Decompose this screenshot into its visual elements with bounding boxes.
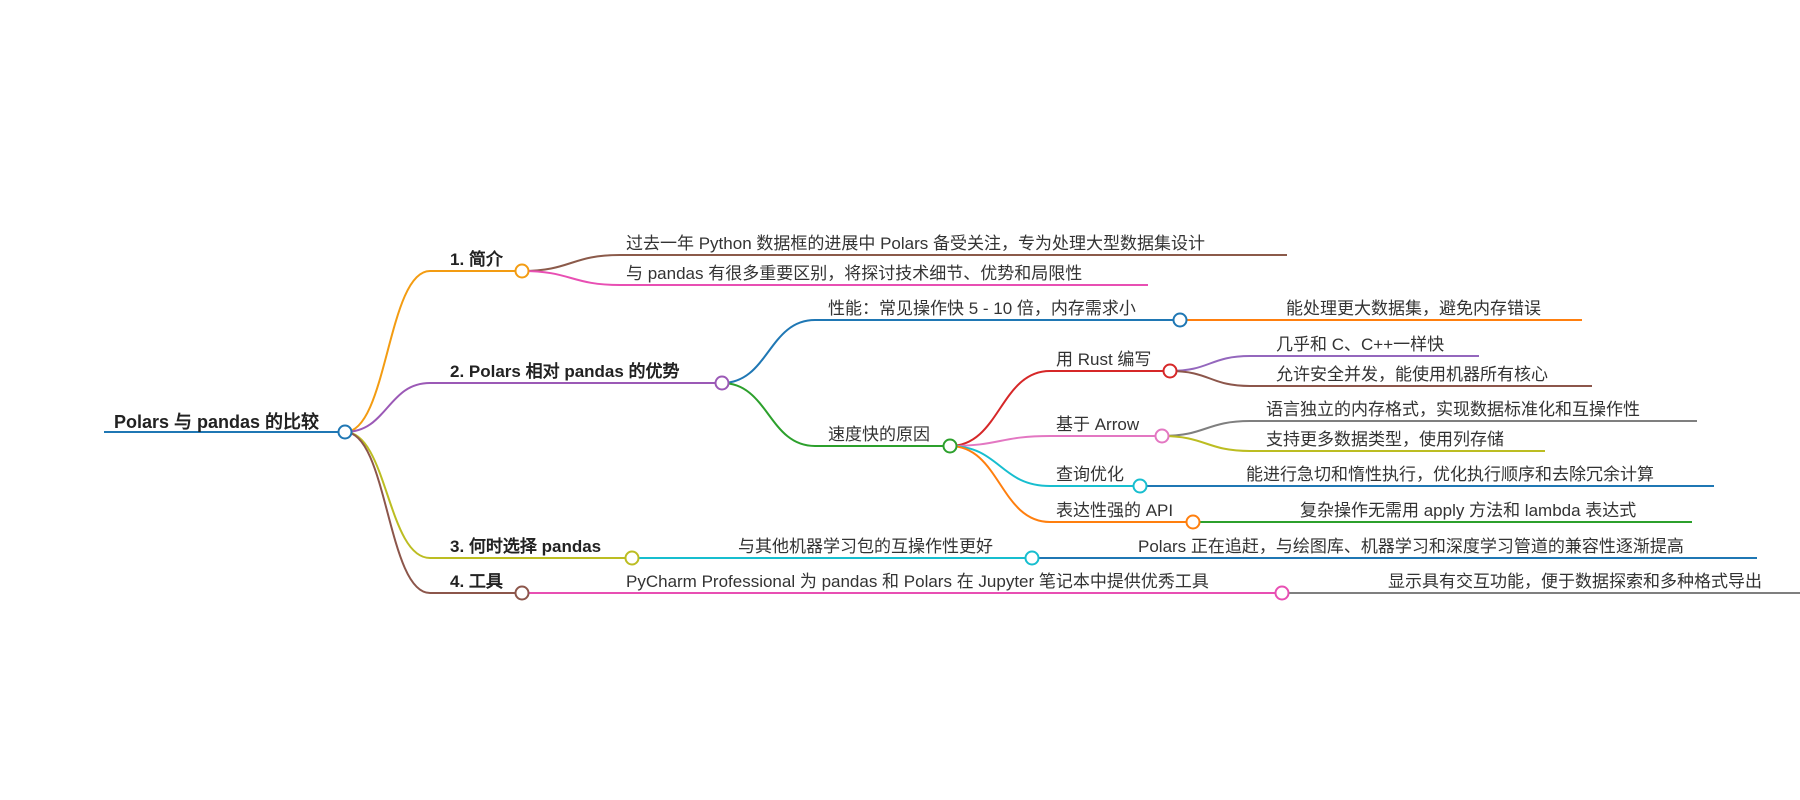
- node-21-knob: [514, 585, 530, 601]
- node-22-knob: [1274, 585, 1290, 601]
- node-7-knob: [1162, 363, 1178, 379]
- node-18-knob: [624, 550, 640, 566]
- rust-label: 用 Rust 编写: [1056, 350, 1152, 369]
- node-16-connector: [949, 445, 1051, 523]
- node-13-connector: [1161, 435, 1251, 452]
- pycharm-detail-label: 显示具有交互功能，便于数据探索和多种格式导出: [1388, 572, 1762, 591]
- node-11-knob: [1154, 428, 1170, 444]
- arrow-detail-2-label: 支持更多数据类型，使用列存储: [1266, 430, 1504, 449]
- node-14-knob: [1132, 478, 1148, 494]
- node-7-connector: [949, 370, 1051, 447]
- arrow-label: 基于 Arrow: [1056, 415, 1140, 434]
- node-19-knob: [1024, 550, 1040, 566]
- node-14-connector: [949, 445, 1051, 487]
- query-opt-detail-label: 能进行急切和惰性执行，优化执行顺序和去除冗余计算: [1246, 465, 1654, 484]
- node-1-connector: [521, 254, 621, 272]
- node-2-connector: [521, 270, 621, 286]
- performance-label: 性能：常见操作快 5 - 10 倍，内存需求小: [828, 299, 1136, 318]
- node-4-knob: [1172, 312, 1188, 328]
- branch-when-pandas-label: 3. 何时选择 pandas: [450, 537, 602, 556]
- query-opt-label: 查询优化: [1056, 465, 1124, 484]
- node-0-connector: [344, 270, 431, 433]
- arrow-detail-1-label: 语言独立的内存格式，实现数据标准化和互操作性: [1266, 400, 1640, 419]
- node-3-knob: [714, 375, 730, 391]
- interop-detail-label: Polars 正在追赶，与绘图库、机器学习和深度学习管道的兼容性逐渐提高: [1138, 537, 1684, 556]
- pycharm-label: PyCharm Professional 为 pandas 和 Polars 在…: [626, 572, 1209, 591]
- node-10-connector: [1169, 370, 1251, 387]
- performance-detail-label: 能处理更大数据集，避免内存错误: [1286, 299, 1541, 318]
- intro-item-2-label: 与 pandas 有很多重要区别，将探讨技术细节、优势和局限性: [626, 264, 1083, 283]
- node-16-knob: [1185, 514, 1201, 530]
- node-11-connector: [949, 435, 1051, 447]
- node-9-connector: [1169, 355, 1251, 372]
- api-label: 表达性强的 API: [1056, 501, 1174, 520]
- node-21-connector: [344, 431, 431, 594]
- node-18-connector: [344, 431, 431, 559]
- interop-label: 与其他机器学习包的互操作性更好: [738, 537, 993, 556]
- node-12-connector: [1161, 420, 1251, 437]
- branch-tools-label: 4. 工具: [450, 572, 503, 591]
- rust-detail-1-label: 几乎和 C、C++一样快: [1276, 335, 1445, 354]
- speed-reasons-label: 速度快的原因: [828, 425, 930, 444]
- rust-detail-2-label: 允许安全并发，能使用机器所有核心: [1276, 365, 1548, 384]
- root-node-label: Polars 与 pandas 的比较: [114, 412, 320, 432]
- branch-advantages-label: 2. Polars 相对 pandas 的优势: [450, 362, 680, 381]
- node-4-connector: [721, 319, 816, 384]
- intro-item-1-label: 过去一年 Python 数据框的进展中 Polars 备受关注，专为处理大型数据…: [626, 234, 1206, 253]
- node-3-connector: [344, 382, 431, 433]
- branch-intro-label: 1. 简介: [450, 250, 503, 269]
- node-6-knob: [942, 438, 958, 454]
- node-0-knob: [514, 263, 530, 279]
- api-detail-label: 复杂操作无需用 apply 方法和 lambda 表达式: [1300, 501, 1637, 520]
- root-knob: [337, 424, 353, 440]
- node-6-connector: [721, 382, 816, 447]
